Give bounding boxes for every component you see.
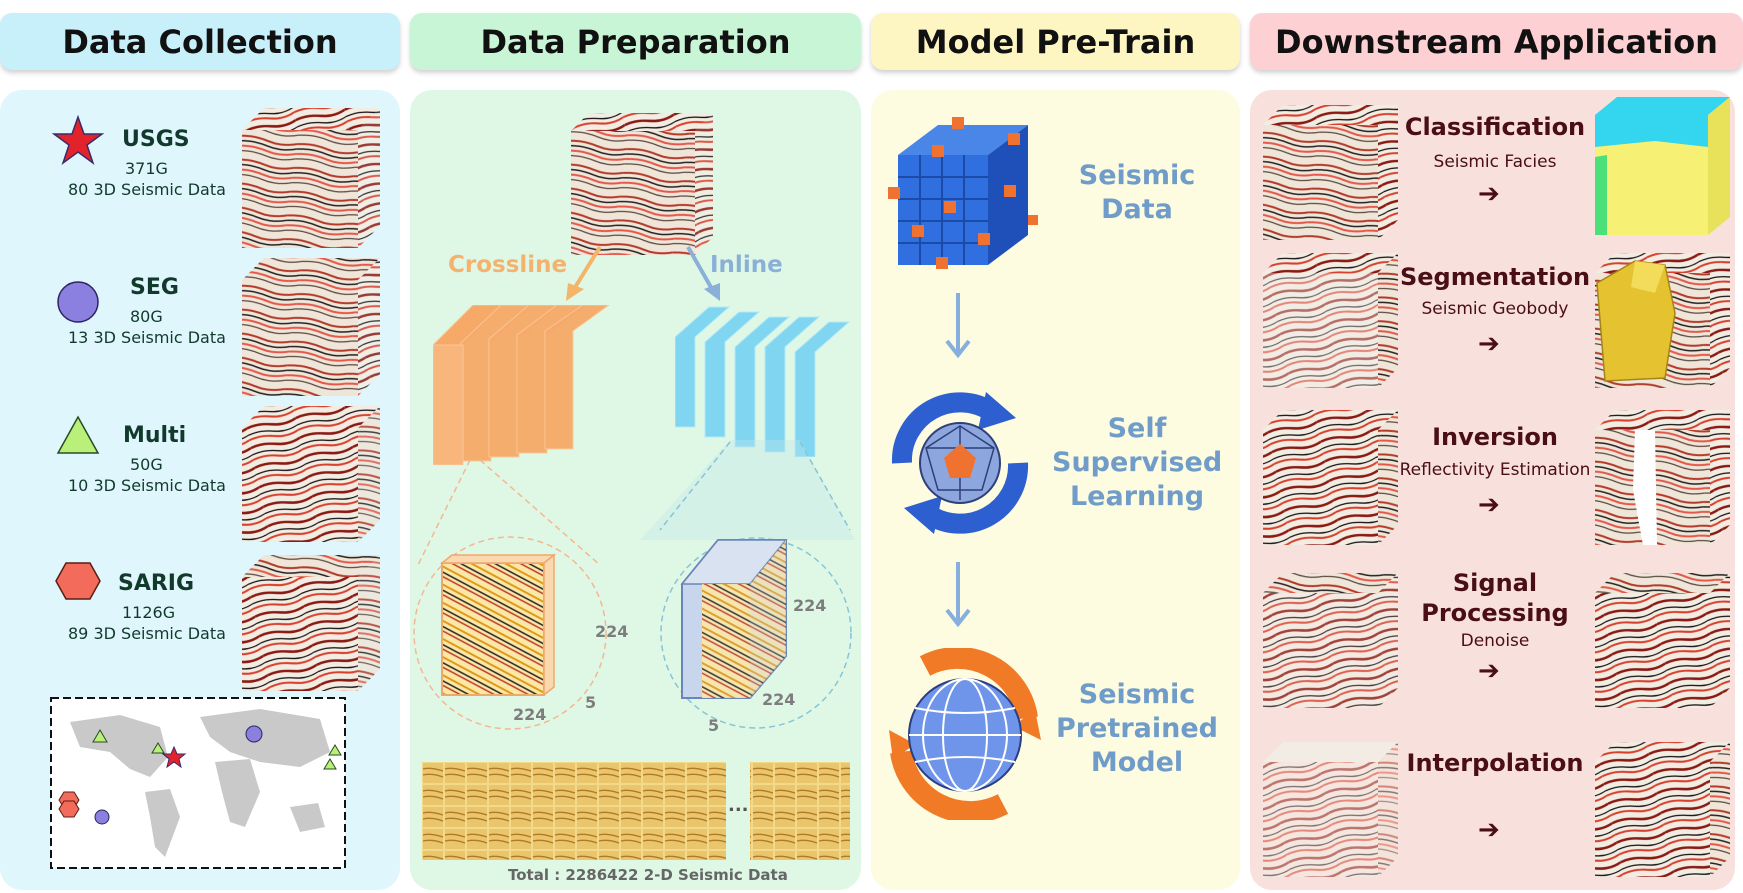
source-count-usgs: 80 3D Seismic Data	[68, 180, 226, 199]
app-title-inversion: Inversion	[1432, 423, 1558, 451]
input-cube-interpolation	[1263, 742, 1398, 877]
hexagon-icon	[55, 562, 101, 600]
inline-dim-height: 224	[793, 596, 827, 615]
inline-dim-depth: 5	[708, 716, 720, 735]
source-name-sarig: SARIG	[118, 571, 195, 596]
arrow-right-signal-processing: ➔	[1478, 656, 1500, 686]
arrow-right-interpolation: ➔	[1478, 815, 1500, 845]
source-size-usgs: 371G	[125, 159, 168, 178]
source-name-usgs: USGS	[122, 127, 190, 152]
step-seismic-data: Seismic Data	[1078, 160, 1196, 225]
app-title-signal-processing: Signal Processing	[1421, 569, 1569, 627]
output-cube-classification	[1595, 97, 1730, 235]
header-downstream-application: Downstream Application	[1250, 13, 1743, 70]
source-size-sarig: 1126G	[122, 603, 176, 622]
triangle-icon	[56, 415, 100, 454]
seismic-cube-usgs	[242, 108, 380, 248]
inline-zoom	[640, 440, 855, 729]
inline-dim-width: 224	[762, 690, 796, 709]
crossline-dim-height: 224	[595, 622, 629, 641]
output-cube-inversion	[1595, 410, 1730, 545]
input-cube-segmentation	[1263, 253, 1398, 388]
inline-label: Inline	[710, 252, 783, 278]
app-sub-classification: Seismic Facies	[1433, 152, 1557, 172]
header-data-preparation: Data Preparation	[410, 13, 861, 70]
crossline-dim-depth: 5	[585, 693, 597, 712]
source-name-seg: SEG	[130, 275, 179, 300]
step-pretrained-model: Seismic Pretrained Model	[1056, 679, 1218, 778]
world-map	[50, 697, 346, 869]
seismic-cube-multi	[242, 406, 380, 542]
input-cube-signal-processing	[1263, 573, 1398, 708]
circle-icon	[57, 281, 99, 323]
app-title-interpolation: Interpolation	[1406, 749, 1584, 777]
crossline-zoom	[413, 459, 607, 730]
source-count-multi: 10 3D Seismic Data	[68, 476, 226, 495]
arrow-right-classification: ➔	[1478, 179, 1500, 209]
source-count-sarig: 89 3D Seismic Data	[68, 624, 226, 643]
self-supervised-icon	[891, 392, 1029, 534]
step-self-supervised: Self Supervised Learning	[1052, 413, 1223, 512]
inline-slices	[675, 306, 850, 457]
seismic-data-cube-icon	[888, 117, 1038, 269]
thumbnail-ellipsis: ...	[728, 795, 749, 816]
thumbnail-grid	[422, 762, 850, 860]
star-icon	[52, 115, 104, 165]
app-title-classification: Classification	[1404, 113, 1586, 141]
source-name-multi: Multi	[123, 423, 187, 448]
seismic-cube-seg	[242, 258, 380, 396]
total-count-label: Total : 2286422 2-D Seismic Data	[508, 866, 788, 884]
app-sub-segmentation: Seismic Geobody	[1421, 299, 1569, 319]
arrow-crossline	[566, 245, 602, 301]
output-cube-interpolation	[1595, 742, 1730, 877]
input-cube-inversion	[1263, 410, 1398, 545]
seismic-cube-sarig	[242, 555, 380, 691]
output-cube-segmentation	[1595, 253, 1730, 388]
app-title-segmentation: Segmentation	[1399, 263, 1591, 291]
app-sub-signal-processing: Denoise	[1460, 631, 1530, 651]
source-size-seg: 80G	[130, 307, 163, 326]
app-sub-inversion: Reflectivity Estimation	[1399, 460, 1591, 480]
input-cube-classification	[1263, 105, 1398, 240]
crossline-dim-width: 224	[513, 705, 547, 724]
output-cube-signal-processing	[1595, 573, 1730, 708]
arrow-right-inversion: ➔	[1478, 490, 1500, 520]
arrow-down-1	[945, 293, 971, 359]
source-count-seg: 13 3D Seismic Data	[68, 328, 226, 347]
crossline-slices	[433, 305, 610, 465]
crossline-label: Crossline	[448, 252, 568, 278]
arrow-down-2	[945, 562, 971, 628]
source-size-multi: 50G	[130, 455, 163, 474]
pretrained-model-icon	[889, 648, 1041, 820]
arrow-right-segmentation: ➔	[1478, 329, 1500, 359]
prep-source-cube	[571, 113, 713, 255]
arrow-inline	[686, 246, 720, 301]
header-data-collection: Data Collection	[0, 13, 400, 70]
header-model-pretrain: Model Pre-Train	[871, 13, 1240, 70]
